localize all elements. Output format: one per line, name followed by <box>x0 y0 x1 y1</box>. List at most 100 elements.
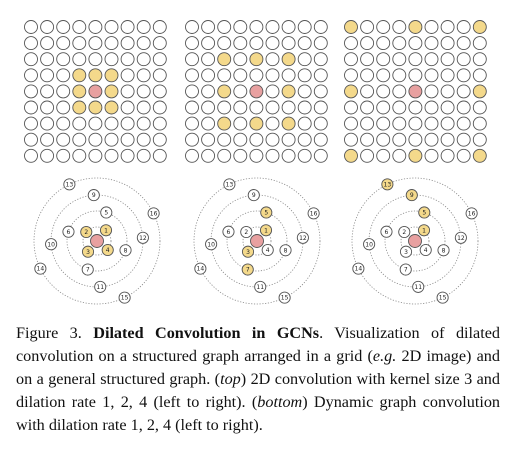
graph-node-label: 8 <box>442 247 446 254</box>
graph-node: 8 <box>279 244 292 257</box>
grid-node <box>440 36 455 51</box>
graph-node-label: 9 <box>410 192 414 199</box>
grid-node <box>424 148 439 163</box>
grid-neighbor-node <box>472 84 487 99</box>
grid-node <box>440 68 455 83</box>
graph-node-label: 3 <box>86 249 90 256</box>
grid-node <box>456 84 471 99</box>
grid-node <box>56 100 71 115</box>
grid-node <box>313 84 328 99</box>
grid-node <box>281 100 296 115</box>
grid-node <box>424 68 439 83</box>
graph-node-circle <box>398 225 411 239</box>
grid-node <box>40 68 55 83</box>
grid-node <box>40 148 55 163</box>
graph-neighbor-node <box>101 243 114 257</box>
graph-node-circle <box>222 225 235 238</box>
grid-node <box>40 20 55 34</box>
graph-node-label: 11 <box>414 284 422 291</box>
graph-node: 11 <box>94 280 107 293</box>
grid-node <box>424 36 439 51</box>
grid-neighbor-node <box>72 84 87 99</box>
graph-orbit-ring <box>242 226 272 256</box>
graph-node: 2 <box>80 225 93 239</box>
graph-neighbor-node <box>418 206 431 219</box>
grid-node <box>185 84 199 99</box>
grid-node <box>88 148 103 163</box>
graph-node: 1 <box>417 224 431 237</box>
grid-node <box>201 148 216 163</box>
graph-node-circle <box>307 207 320 220</box>
grid-node <box>456 20 471 34</box>
grid-node <box>472 68 487 83</box>
graph-node: 6 <box>222 225 235 238</box>
graph-node-circle <box>136 231 149 244</box>
grid-node <box>201 68 216 83</box>
graph-node: 11 <box>254 280 267 293</box>
grid-node <box>456 36 471 51</box>
grid-neighbor-node <box>408 20 423 34</box>
graph-node-label: 2 <box>402 229 406 236</box>
graph-node: 13 <box>63 178 76 191</box>
grid-node <box>297 68 312 83</box>
graph-node-circle <box>240 225 253 239</box>
graph-node: 10 <box>205 238 218 251</box>
graph-node: 5 <box>418 206 431 219</box>
caption-title: Dilated Convolution in GCNs <box>93 324 320 342</box>
graph-node: 15 <box>436 291 449 304</box>
graph-node: 4 <box>101 243 114 257</box>
grid-node <box>472 132 487 147</box>
graph-node-circle <box>465 207 478 220</box>
grid-node <box>104 52 119 67</box>
graph-node-circle <box>81 263 94 276</box>
grid-neighbor-node <box>344 148 358 163</box>
grid-node <box>424 52 439 67</box>
grid-node <box>376 36 391 51</box>
graph-node: 4 <box>419 243 432 257</box>
grid-node <box>120 84 135 99</box>
grid-node <box>72 36 87 51</box>
grid-node <box>392 132 407 147</box>
graph-node-label: 13 <box>384 181 392 188</box>
grid-node <box>185 116 199 131</box>
graph-node: 8 <box>437 244 450 257</box>
grid-node <box>265 84 280 99</box>
graph-center-node <box>250 234 264 248</box>
graph-center-node <box>90 234 104 248</box>
graph-node-label: 16 <box>310 210 318 217</box>
grid-node <box>424 100 439 115</box>
grid-node <box>88 52 103 67</box>
graph-node-circle <box>205 238 218 251</box>
grid-node <box>201 84 216 99</box>
grid-node <box>233 148 248 163</box>
grid-node <box>40 84 55 99</box>
grid-node <box>265 20 280 34</box>
graph-node: 7 <box>399 263 412 276</box>
grid-node <box>456 148 471 163</box>
grid-node <box>392 36 407 51</box>
grid-node <box>120 20 135 34</box>
grid-node <box>201 132 216 147</box>
grid-node <box>56 132 71 147</box>
graph-node-label: 7 <box>86 267 90 274</box>
grid-node <box>120 100 135 115</box>
graph-node-label: 11 <box>96 284 104 291</box>
grid-node <box>120 36 135 51</box>
grid-node <box>217 20 232 34</box>
graph-node: 16 <box>307 207 320 220</box>
grid-neighbor-node <box>104 100 119 115</box>
grid-neighbor-node <box>72 100 87 115</box>
grid-neighbor-node <box>408 148 423 163</box>
grid-node <box>217 36 232 51</box>
graph-node: 10 <box>363 238 376 251</box>
graph-node-label: 4 <box>106 247 110 254</box>
grid-node <box>376 84 391 99</box>
grid-node <box>88 36 103 51</box>
graph-node: 13 <box>223 178 236 191</box>
grid-node <box>313 148 328 163</box>
grid-node <box>40 100 55 115</box>
grid-node <box>152 116 167 131</box>
graph-node-circle <box>296 231 309 244</box>
grid-node <box>265 116 280 131</box>
grid-node <box>408 132 423 147</box>
